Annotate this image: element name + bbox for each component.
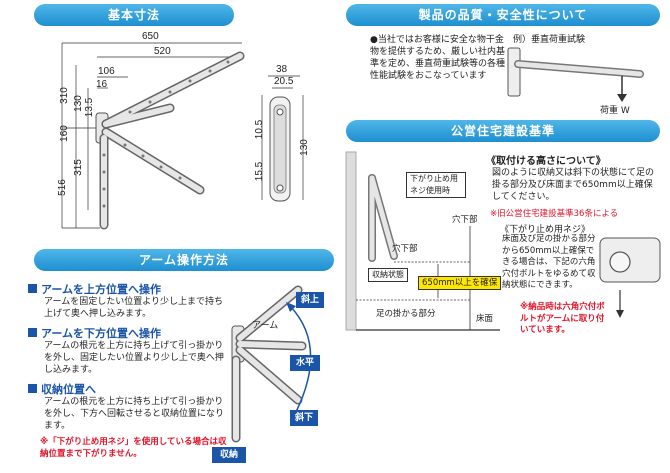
dim-520: 520 — [154, 46, 171, 57]
install-height-body: 図のように収納又は斜下の状態にて足の掛る部分及び床面まで650mm以上確保してく… — [492, 168, 655, 202]
stopper-note: ※納品時は六角穴付ボルトがアームに取り付いています。 — [520, 302, 605, 335]
install-height-heading: 《取付ける高さについて》 — [486, 156, 606, 167]
arm-footnote: ※「下がり止め用ネジ」を使用している場合は収納位置まで下がりません。 — [40, 437, 227, 459]
storage-state-label: 収納状態 — [368, 268, 408, 282]
arm-step-1-title: アームを上方位置へ操作 — [28, 281, 161, 297]
dim-106: 106 — [98, 66, 115, 77]
square-bullet-icon — [28, 328, 37, 337]
load-test-label: 例）垂直荷重試験 — [513, 35, 586, 45]
hole-bottom-label-2: 穴下部 — [392, 244, 418, 254]
square-bullet-icon — [28, 384, 37, 393]
min-height-label: 650mm以上を確保 — [418, 276, 502, 290]
dim-20-5: 20.5 — [274, 76, 294, 87]
arm-step-3-title: 収納位置へ — [28, 381, 96, 397]
arm-step-2-title: アームを下方位置へ操作 — [28, 325, 161, 341]
position-storage-tag: 収納 — [212, 447, 246, 463]
position-up-tag: 斜上 — [296, 292, 324, 308]
quality-text: ●当社ではお客様に安全な物干金物を提供するため、厳しい社内基準を定め、垂直荷重試… — [370, 35, 506, 81]
arm-label: アーム — [252, 321, 279, 331]
stopper-body: 床面及び足の掛かる部分から650mm以上確保できる場合は、下記の六角穴付ボルトを… — [502, 234, 596, 290]
arm-step-2-body: アームの根元を上方に持ち上げて引っ掛かりを外し、固定したい位置より少し上で奥へ押… — [44, 341, 224, 375]
dim-650: 650 — [142, 31, 159, 42]
dim-16: 16 — [96, 79, 108, 90]
floor-label: 床面 — [476, 314, 494, 324]
position-down-tag: 斜下 — [290, 410, 318, 426]
square-bullet-icon — [28, 284, 37, 293]
dim-38: 38 — [276, 64, 288, 75]
arm-operation-header: アーム操作方法 — [34, 249, 334, 271]
dimensions-header: 基本寸法 — [34, 4, 234, 26]
arm-step-3-body: アームの根元を上方に持ち上げて引っ掛かりを外し、下方へ回転させると収納位置になり… — [44, 397, 225, 431]
load-w-label: 荷重 W — [600, 106, 630, 116]
stopper-heading: 《下がり止め用ネジ》 — [500, 225, 591, 235]
public-housing-header: 公営住宅建設基準 — [346, 120, 660, 142]
install-height-note: ※旧公営住宅建設基準36条による — [490, 209, 619, 219]
hole-bottom-label-1: 穴下部 — [452, 215, 478, 225]
position-horizontal-tag: 水平 — [290, 355, 320, 371]
arm-step-1-body: アームを固定したい位置より少し上まで持ち上げて奥へ押し込みます。 — [44, 297, 224, 319]
foot-area-label: 足の掛かる部分 — [376, 309, 436, 319]
stopper-screw-label: 下がり止め用ネジ使用時 — [406, 172, 466, 198]
quality-header: 製品の品質・安全性について — [346, 4, 660, 26]
